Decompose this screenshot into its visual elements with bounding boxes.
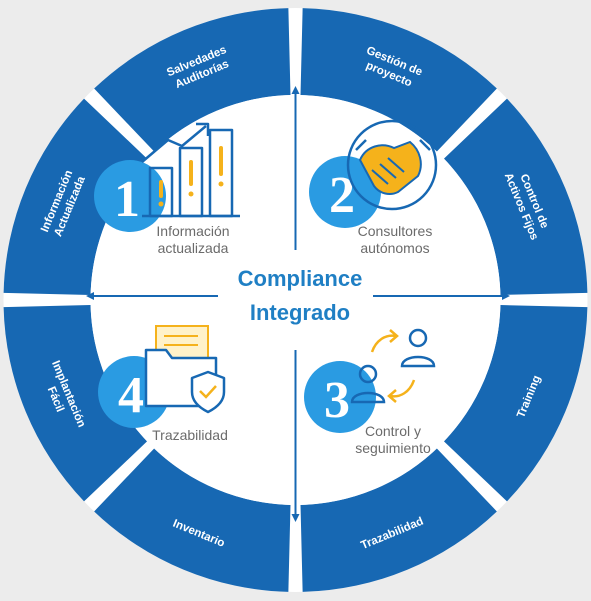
ring-segment-training — [443, 305, 588, 502]
bar-chart-accent-marks — [158, 146, 224, 207]
quadrant-1-label-line1: Información — [156, 223, 229, 239]
folder-shield-icon — [144, 325, 226, 414]
quadrant-2-label-line1: Consultores — [358, 223, 433, 239]
user-exchange-icon — [350, 328, 436, 404]
quadrant-4-label: Trazabilidad — [152, 427, 228, 443]
quadrant-3-label-line2: seguimiento — [355, 440, 431, 456]
badge-3 — [304, 361, 376, 433]
center-title-line1: Compliance — [238, 266, 363, 291]
badge-4-number: 4 — [118, 367, 144, 424]
badge-1 — [94, 160, 166, 232]
badge-2-number: 2 — [329, 167, 355, 224]
quadrant-3: 3 Control y seguimiento — [304, 328, 436, 456]
ring-segment-informacion — [3, 98, 148, 295]
quadrant-3-label-line1: Control y — [365, 423, 421, 439]
ring-segment-salvedades — [94, 8, 291, 152]
quadrant-4: 4 Trazabilidad — [98, 325, 228, 443]
ring-segment-implantacion — [3, 305, 148, 502]
handshake-icon — [346, 119, 438, 211]
outer-ring — [3, 8, 588, 592]
quadrant-1-label-line2: actualizada — [158, 240, 229, 256]
ring-segment-trazabilidad — [300, 448, 497, 592]
quadrant-2-label-line2: autónomos — [360, 240, 429, 256]
bar-chart-growth-icon — [141, 122, 240, 218]
quadrant-2: 2 Consultores autónomos — [309, 119, 438, 256]
quadrant-1: 1 Información actualizada — [94, 122, 240, 256]
badge-1-number: 1 — [114, 171, 140, 228]
ring-segment-inventario — [94, 448, 291, 592]
center-title-line2: Integrado — [250, 300, 350, 325]
ring-segment-activos — [443, 98, 588, 295]
ring-segment-gestion — [300, 8, 497, 152]
badge-2 — [309, 156, 381, 228]
badge-3-number: 3 — [324, 372, 350, 429]
